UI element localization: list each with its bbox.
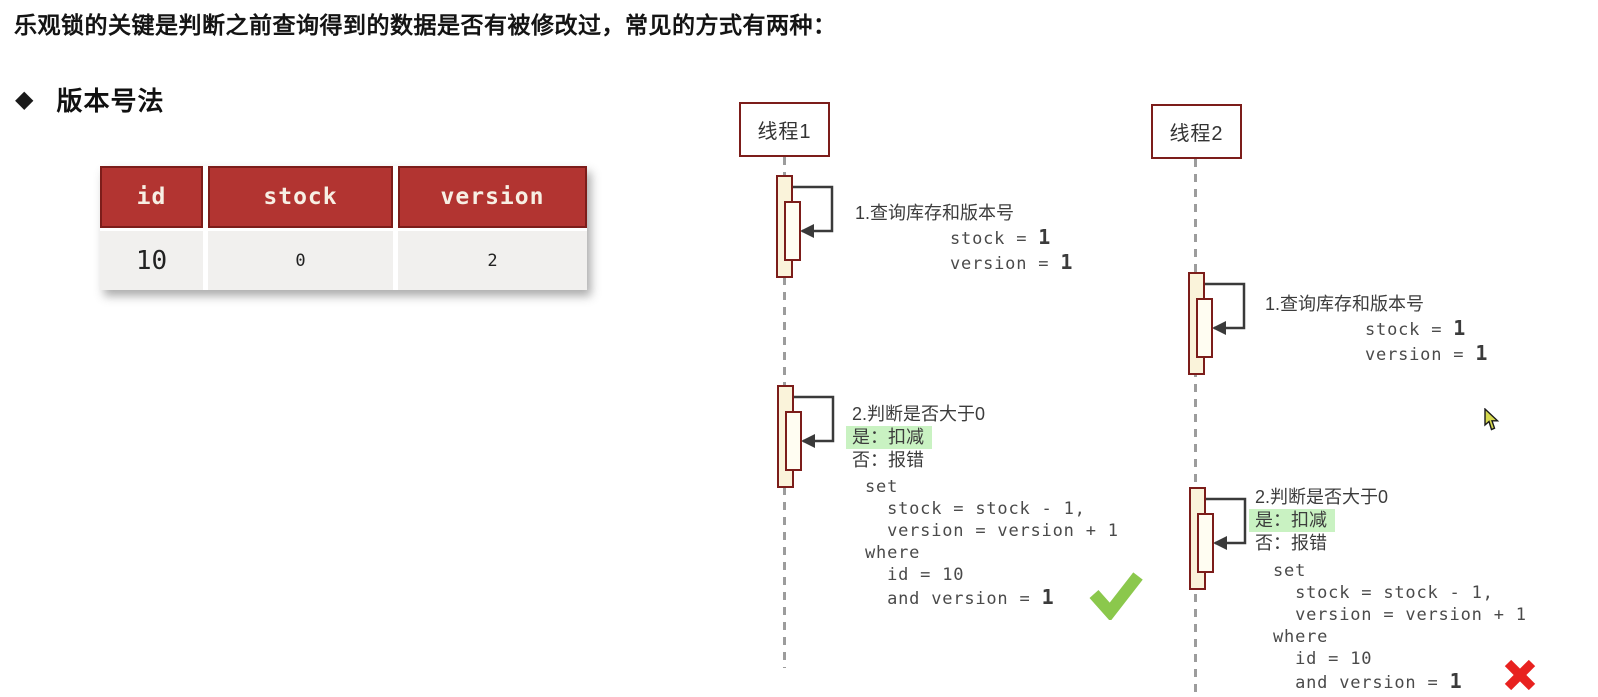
thread2-step1-note: 1.查询库存和版本号 stock = 1 version = 1	[1265, 293, 1487, 367]
sql-line: version = version + 1	[1273, 605, 1527, 625]
thread1-step1-note: 1.查询库存和版本号 stock = 1 version = 1	[855, 202, 1072, 276]
sql-statement: set stock = stock - 1, version = version…	[865, 476, 1119, 611]
no-branch: 否：报错	[1255, 533, 1327, 553]
step-title: 2.判断是否大于0	[852, 404, 986, 424]
sql-line: set	[1273, 561, 1307, 581]
table-header-stock: stock	[208, 166, 393, 228]
sql-line: where	[1273, 627, 1329, 647]
thread1-label: 线程1	[757, 121, 812, 143]
stock-table: id stock version 10 0 2	[100, 166, 587, 290]
thread1-activation-step1	[776, 175, 838, 285]
nested-activation-bar	[1196, 298, 1213, 358]
sql-line: where	[865, 543, 921, 563]
sql-line: stock = stock - 1,	[865, 499, 1086, 519]
sql-line: stock = stock - 1,	[1273, 583, 1494, 603]
highlight-green: 是：扣减	[1249, 509, 1335, 532]
nested-activation-bar	[784, 201, 801, 261]
page-title: 乐观锁的关键是判断之前查询得到的数据是否有被修改过，常见的方式有两种：	[14, 12, 837, 38]
highlight-green: 是：扣减	[846, 426, 932, 449]
thread2-lifeline	[1194, 159, 1197, 692]
self-call-arrow-icon	[1206, 497, 1247, 550]
result-line: version = 1	[1365, 341, 1488, 365]
sql-statement: set stock = stock - 1, version = version…	[1273, 560, 1527, 695]
thread1-box: 线程1	[739, 102, 830, 157]
self-call-arrow-icon	[794, 395, 835, 448]
thread1-activation-step2	[777, 385, 839, 495]
thread1-step2-note: 2.判断是否大于0 是：扣减 否：报错 set stock = stock - …	[846, 403, 1119, 611]
result-line: stock = 1	[950, 225, 1051, 249]
nested-activation-bar	[785, 411, 802, 471]
thread2-box: 线程2	[1151, 104, 1242, 159]
mouse-pointer-icon	[1484, 408, 1500, 431]
failure-cross-icon	[1504, 659, 1536, 691]
thread2-label: 线程2	[1169, 123, 1224, 145]
section-title: 版本号法	[56, 86, 165, 116]
section-header: ◆ 版本号法	[15, 81, 164, 118]
step-title: 1.查询库存和版本号	[855, 203, 1015, 223]
table-header-version: version	[398, 166, 587, 228]
table-cell-stock: 0	[208, 231, 393, 290]
table-cell-version: 2	[398, 231, 587, 290]
diamond-bullet-icon: ◆	[15, 85, 34, 113]
sql-line: set	[865, 477, 899, 497]
table-header-id: id	[100, 166, 203, 228]
sql-line-version-check: and version = 1	[865, 585, 1054, 609]
result-line: stock = 1	[1365, 316, 1466, 340]
self-call-arrow-icon	[793, 185, 834, 238]
no-branch: 否：报错	[852, 450, 924, 470]
self-call-arrow-icon	[1205, 282, 1246, 335]
sql-line: version = version + 1	[865, 521, 1119, 541]
thread2-activation-step1	[1188, 272, 1250, 382]
sql-line: id = 10	[865, 565, 965, 585]
yes-branch: 是：扣减	[1249, 509, 1527, 532]
table-cell-id: 10	[100, 231, 203, 290]
step-title: 1.查询库存和版本号	[1265, 294, 1425, 314]
step-title: 2.判断是否大于0	[1255, 487, 1389, 507]
sql-line-version-check: and version = 1	[1273, 669, 1462, 693]
query-result: stock = 1 version = 1	[1365, 317, 1487, 367]
sql-line: id = 10	[1273, 649, 1373, 669]
success-check-icon	[1089, 572, 1143, 620]
result-line: version = 1	[950, 250, 1073, 274]
thread2-step2-note: 2.判断是否大于0 是：扣减 否：报错 set stock = stock - …	[1249, 486, 1527, 695]
thread2-activation-step2	[1189, 487, 1251, 597]
query-result: stock = 1 version = 1	[950, 226, 1072, 276]
yes-branch: 是：扣减	[846, 426, 1119, 449]
nested-activation-bar	[1197, 513, 1214, 573]
